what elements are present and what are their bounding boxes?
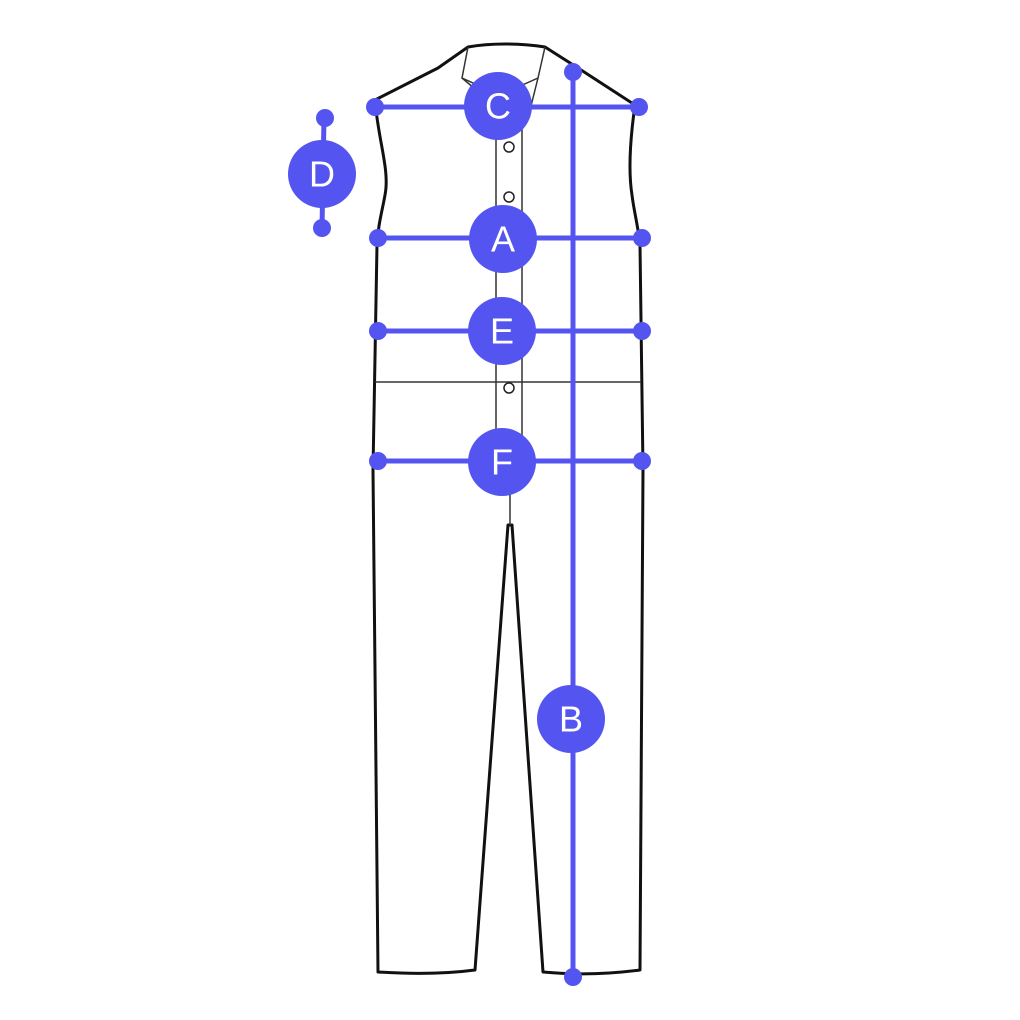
measure-e-end-dot <box>633 322 651 340</box>
measure-b-badge <box>537 685 605 753</box>
measure-a-start-dot <box>369 229 387 247</box>
measure-e: E <box>369 297 651 365</box>
measure-f: F <box>369 428 651 496</box>
measure-f-label: F <box>491 442 513 483</box>
measure-a-end-dot <box>633 229 651 247</box>
measure-c: C <box>366 72 648 140</box>
measure-c-end-dot <box>630 98 648 116</box>
button <box>503 141 515 153</box>
measure-b-label: B <box>559 699 583 740</box>
measure-a-badge <box>469 205 537 273</box>
measure-d-end-dot <box>313 219 331 237</box>
jumpsuit-illustration <box>371 42 645 976</box>
measure-e-badge <box>468 297 536 365</box>
button <box>503 191 515 203</box>
measure-d-badge <box>288 140 356 208</box>
measure-a-label: A <box>491 219 515 260</box>
button <box>503 382 515 394</box>
measure-f-end-dot <box>633 452 651 470</box>
measure-c-badge <box>464 72 532 140</box>
measure-f-start-dot <box>369 452 387 470</box>
measure-d: D <box>288 109 356 237</box>
measure-c-start-dot <box>366 98 384 116</box>
measure-b-start-dot <box>564 63 582 81</box>
measure-e-label: E <box>490 311 514 352</box>
measurement-overlays: B C D A <box>288 63 651 986</box>
jumpsuit-outline <box>371 42 645 976</box>
measure-d-start-dot <box>316 109 334 127</box>
measure-b-end-dot <box>564 968 582 986</box>
measure-b: B <box>537 63 605 986</box>
measure-a: A <box>369 205 651 273</box>
measure-e-start-dot <box>369 322 387 340</box>
measure-d-label: D <box>309 154 335 195</box>
measure-c-label: C <box>485 86 511 127</box>
measure-f-badge <box>468 428 536 496</box>
